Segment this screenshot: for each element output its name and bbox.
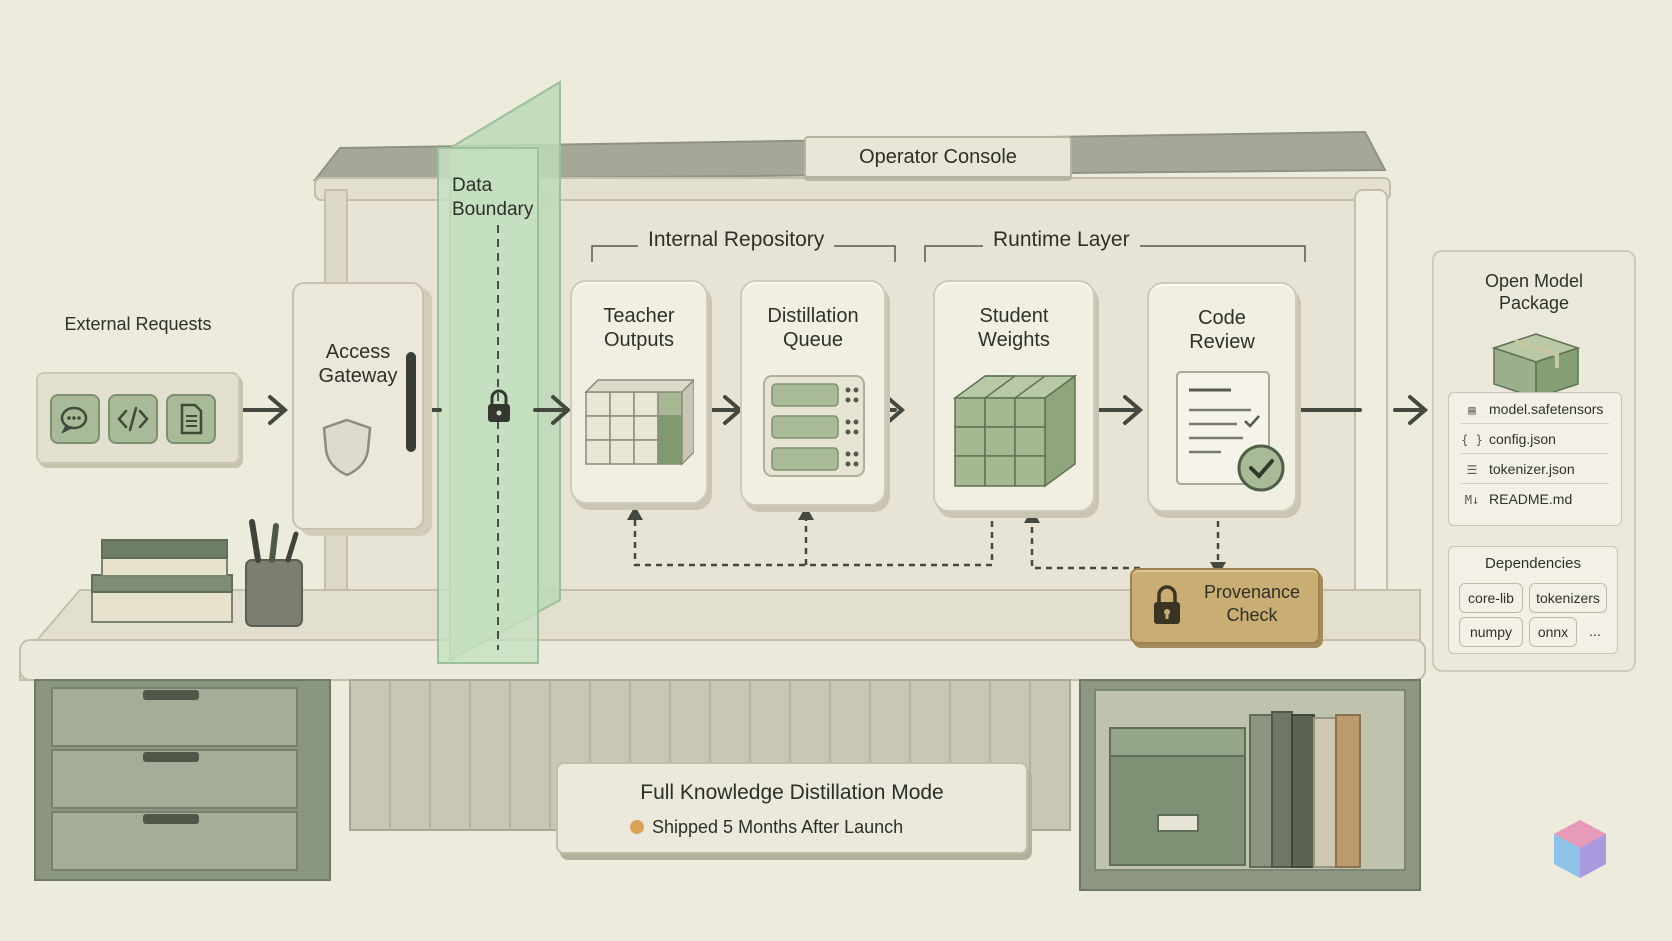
- status-dot: [630, 820, 644, 834]
- stage-code-review: Code Review: [1147, 282, 1297, 512]
- dependencies-box: Dependencies core-lib tokenizers numpy o…: [1448, 546, 1618, 654]
- data-boundary-label: Data Boundary: [452, 175, 534, 220]
- markdown-icon: M↓: [1464, 493, 1480, 507]
- stage-title: Student Weights: [978, 305, 1050, 351]
- open-model-package-title: Open Model Package: [1484, 271, 1584, 313]
- braces-icon: { }: [1461, 433, 1483, 447]
- stage-student-weights: Student Weights: [933, 280, 1095, 512]
- brand-cube-logo: [1554, 820, 1606, 878]
- file-item[interactable]: { }config.json: [1461, 425, 1609, 454]
- provenance-check-badge: Provenance Check: [1130, 568, 1320, 644]
- open-model-package-panel: Open Model Package ▤model.safetensors { …: [1432, 250, 1636, 672]
- dependencies-title: Dependencies: [1485, 555, 1581, 572]
- padlock-icon: [1150, 584, 1184, 633]
- operator-console-label: Operator Console: [859, 146, 1017, 168]
- review-document-icon: [1173, 368, 1293, 503]
- dependency-pill: core-lib: [1459, 583, 1523, 613]
- stage-distillation-queue: Distillation Queue: [740, 280, 886, 506]
- file-item[interactable]: ☰tokenizer.json: [1461, 455, 1609, 484]
- dependency-pill: onnx: [1529, 617, 1577, 647]
- stage-title: Teacher Outputs: [603, 305, 675, 351]
- operator-console-plaque: Operator Console: [804, 136, 1072, 178]
- internal-repository-label: Internal Repository: [638, 228, 835, 252]
- provenance-check-label: Provenance Check: [1203, 582, 1301, 625]
- access-gateway-label: Access Gateway: [318, 341, 398, 387]
- mode-banner-status: Shipped 5 Months After Launch: [652, 817, 904, 837]
- external-requests-tray: [36, 372, 240, 464]
- lock-icon: [484, 388, 514, 431]
- queue-stack-icon: [762, 374, 866, 483]
- shield-icon: [320, 416, 374, 483]
- document-icon: [166, 394, 216, 444]
- mode-banner-title: Full Knowledge Distillation Mode: [640, 781, 944, 804]
- stage-title: Distillation Queue: [767, 305, 859, 351]
- external-requests-label: External Requests: [64, 314, 212, 334]
- chat-icon: [50, 394, 100, 444]
- stage-teacher-outputs: Teacher Outputs: [570, 280, 708, 504]
- package-box-icon: [1490, 328, 1582, 405]
- list-icon: ☰: [1466, 463, 1478, 477]
- file-item[interactable]: ▤model.safetensors: [1461, 395, 1609, 424]
- file-item[interactable]: M↓README.md: [1461, 485, 1609, 513]
- doc-icon: ▤: [1468, 403, 1476, 417]
- dependency-pill: numpy: [1459, 617, 1523, 647]
- stage-title: Code Review: [1189, 307, 1255, 353]
- tensor-grid-icon: [582, 366, 696, 481]
- mode-banner: Full Knowledge Distillation Mode Shipped…: [556, 762, 1028, 854]
- code-icon: [108, 394, 158, 444]
- runtime-layer-label: Runtime Layer: [983, 228, 1140, 252]
- dependency-pill: tokenizers: [1529, 583, 1607, 613]
- access-gateway: Access Gateway: [292, 282, 424, 530]
- weights-cube-icon: [951, 366, 1079, 495]
- package-file-list: ▤model.safetensors { }config.json ☰token…: [1448, 392, 1622, 526]
- gateway-slot: [406, 352, 416, 452]
- dependency-more: ...: [1589, 623, 1601, 639]
